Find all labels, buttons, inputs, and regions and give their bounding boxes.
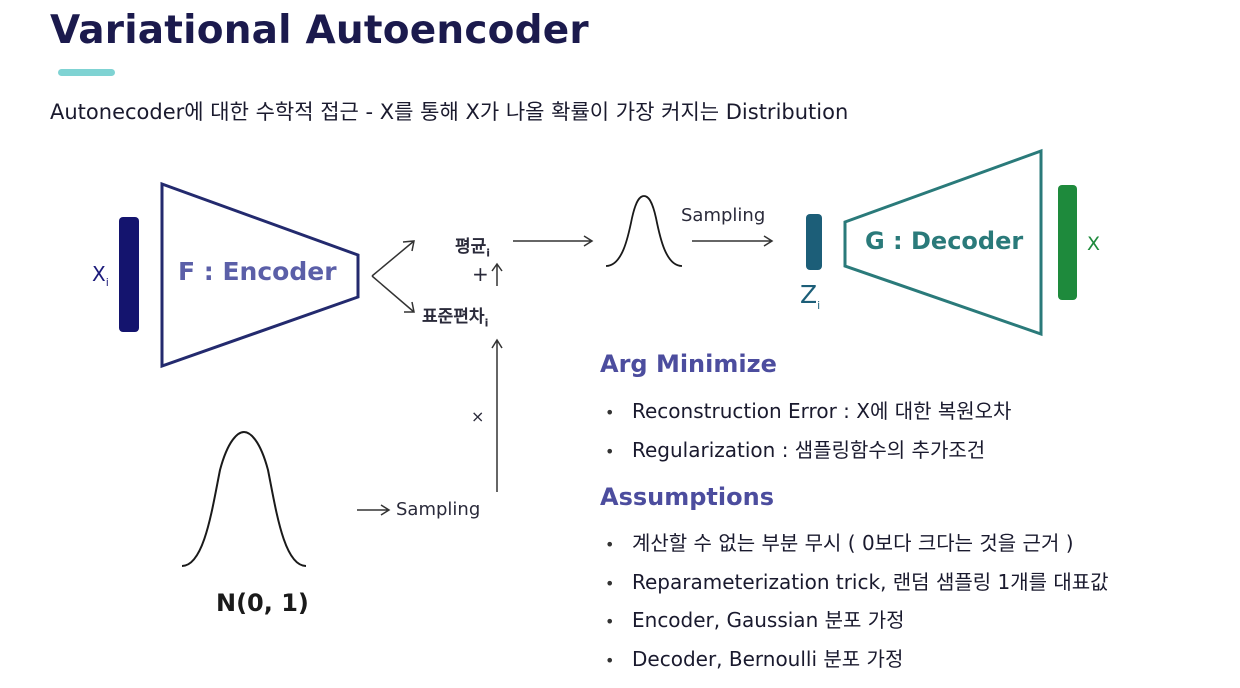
std-label: 표준편차i: [422, 307, 489, 330]
arg-minimize-list: Reconstruction Error : X에 대한 복원오차 Regula…: [605, 395, 1011, 472]
list-item: Reconstruction Error : X에 대한 복원오차: [605, 395, 1011, 434]
output-x-label: X: [1087, 233, 1101, 255]
prior-to-sampling-arrow: [357, 504, 391, 516]
decoder-label: G : Decoder: [865, 227, 1024, 255]
encoder-label: F : Encoder: [178, 257, 337, 286]
mean-to-gaussian-arrow: [513, 235, 594, 247]
prior-gaussian-curve: [181, 430, 307, 567]
slide-title: Variational Autoencoder: [50, 8, 589, 53]
z-bar: [806, 214, 822, 270]
plus-up-arrow: [491, 262, 503, 286]
decoder-trapezoid: [843, 148, 1043, 337]
list-item: 계산할 수 없는 부분 무시 ( 0보다 크다는 것을 근거 ): [605, 527, 1109, 566]
output-bar: [1058, 185, 1077, 300]
list-item: Reparameterization trick, 랜덤 샘플링 1개를 대표값: [605, 566, 1109, 605]
list-item: Encoder, Gaussian 분포 가정: [605, 604, 1109, 643]
sampling-label-top: Sampling: [681, 205, 766, 226]
std-branch-arrow: [371, 275, 415, 313]
z-label: Zi: [800, 280, 821, 312]
encoder-trapezoid: [160, 181, 360, 369]
plus-sign: +: [472, 262, 489, 286]
mean-branch-arrow: [371, 240, 415, 277]
list-item: Decoder, Bernoulli 분포 가정: [605, 643, 1109, 682]
normal-distribution-label: N(0, 1): [216, 589, 309, 617]
slide-subtitle: Autonecoder에 대한 수학적 접근 - X를 통해 X가 나올 확률이…: [50, 100, 849, 124]
mean-label: 평균i: [455, 237, 491, 260]
assumptions-list: 계산할 수 없는 부분 무시 ( 0보다 크다는 것을 근거 ) Reparam…: [605, 527, 1109, 681]
assumptions-heading: Assumptions: [600, 483, 774, 511]
sampling-to-z-arrow: [692, 235, 774, 247]
list-item: Regularization : 샘플링함수의 추가조건: [605, 434, 1011, 473]
sampling-up-arrow: [491, 338, 503, 492]
arg-minimize-heading: Arg Minimize: [600, 350, 777, 378]
sampling-label-bottom: Sampling: [396, 499, 481, 520]
title-accent-bar: [58, 69, 115, 76]
input-x-label: Xi: [92, 262, 109, 289]
input-bar: [119, 217, 139, 332]
latent-gaussian-curve: [605, 195, 683, 267]
times-sign: ×: [471, 407, 485, 426]
